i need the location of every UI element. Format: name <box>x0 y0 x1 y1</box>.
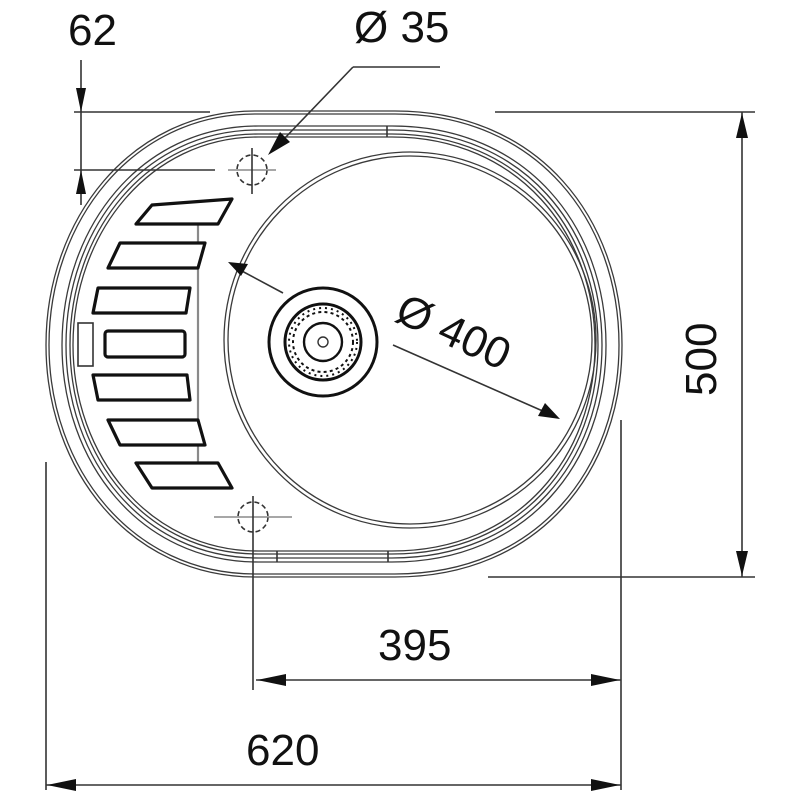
sink-bowl <box>223 151 597 529</box>
drainer-slot-7 <box>134 461 234 490</box>
tap-hole-top <box>228 148 276 194</box>
drainer-slot-4 <box>103 329 187 359</box>
tap-hole-offset-dimension: 62 <box>68 6 215 205</box>
drainer-slot-3 <box>91 286 192 315</box>
overflow-icon <box>77 322 94 367</box>
overall-depth-label: 500 <box>677 323 726 396</box>
sink-outer-rim <box>45 110 623 578</box>
tap-hole-bottom <box>214 496 292 690</box>
drainer-slot-1 <box>134 197 234 226</box>
overall-depth-dimension: 500 <box>488 111 755 578</box>
overall-width-dimension: 620 <box>45 462 621 791</box>
drainer <box>77 197 234 490</box>
drainer-slot-5 <box>91 373 192 402</box>
tap-hole-diameter-dimension: Ø 35 <box>268 3 449 155</box>
bowl-diameter-dimension: Ø 400 <box>228 262 560 419</box>
overall-width-label: 620 <box>246 726 319 775</box>
bowl-offset-label: 395 <box>378 621 451 670</box>
drainer-slot-6 <box>106 418 207 447</box>
tap-hole-diameter-label: Ø 35 <box>354 3 449 52</box>
bowl-offset-dimension: 395 <box>256 420 622 790</box>
drainer-slot-2 <box>106 241 207 270</box>
tap-hole-offset-label: 62 <box>68 6 117 55</box>
bowl-diameter-label: Ø 400 <box>389 285 518 380</box>
drain-strainer-icon <box>267 286 379 398</box>
